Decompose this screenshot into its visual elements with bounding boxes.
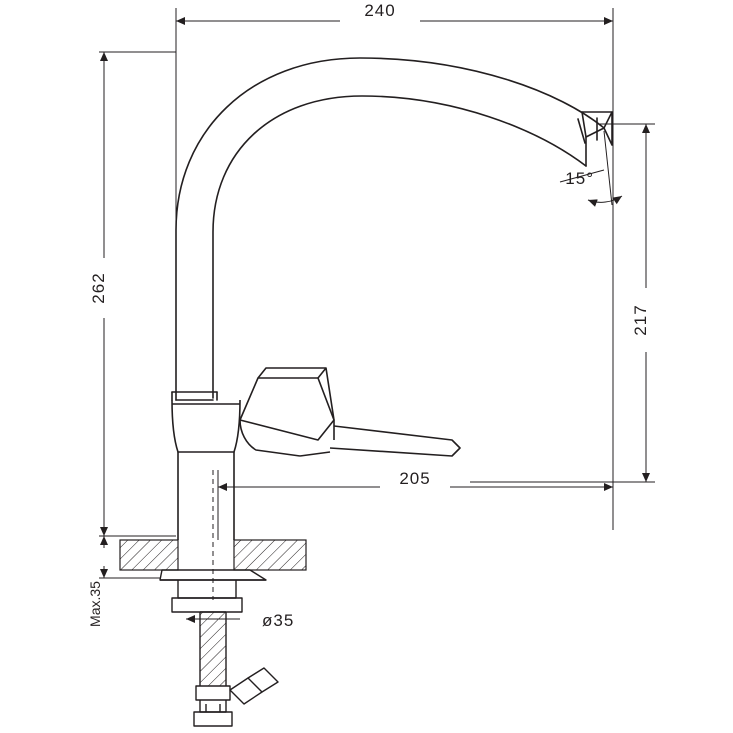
thread-hatch (200, 612, 226, 686)
dimension-angle: 15° (565, 169, 594, 188)
dimension-overall-height: 262 (89, 272, 108, 303)
extension-lines (99, 8, 655, 579)
countertop-hatch (119, 539, 307, 571)
dimension-overall-width: 240 (364, 1, 395, 20)
dimension-thread-diameter: ø35 (262, 611, 294, 630)
dimension-lines (100, 17, 650, 623)
faucet-base-body (171, 399, 241, 540)
faucet-outline (171, 57, 613, 401)
dimension-spout-reach: 205 (399, 469, 430, 488)
dimension-spout-height: 217 (631, 304, 650, 335)
dimension-max-thickness: Max.35 (87, 581, 103, 627)
faucet-lever-handle (239, 367, 461, 457)
supply-hose-connector (193, 667, 279, 727)
